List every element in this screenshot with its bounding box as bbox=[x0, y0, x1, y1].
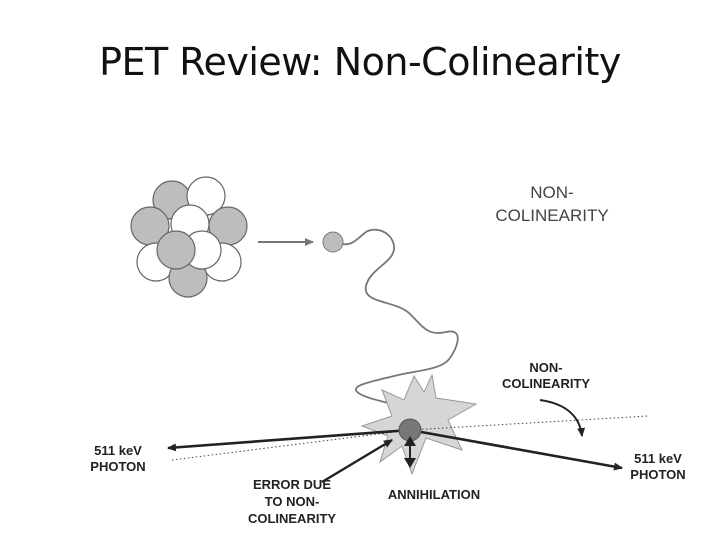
nucleus bbox=[130, 176, 248, 298]
label-error-3: COLINEARITY bbox=[248, 511, 336, 526]
nucleon bbox=[156, 230, 196, 270]
photon-path-left bbox=[167, 428, 411, 452]
error-arrow-up bbox=[404, 436, 416, 446]
curved-angle-arrow bbox=[539, 399, 586, 437]
label-noncolinearity-mid-1: NON- bbox=[529, 360, 562, 375]
label-left-photon-1: 511 keV bbox=[94, 443, 142, 458]
label-noncolinearity-top-2: COLINEARITY bbox=[495, 206, 608, 225]
label-annihilation: ANNIHILATION bbox=[388, 487, 480, 502]
photon-path-right bbox=[409, 428, 623, 471]
label-noncolinearity-mid-2: COLINEARITY bbox=[502, 376, 590, 391]
label-noncolinearity-top-1: NON- bbox=[530, 183, 573, 202]
slide-title: PET Review: Non-Colinearity bbox=[99, 40, 621, 84]
label-right-photon-2: PHOTON bbox=[630, 467, 685, 482]
positron bbox=[322, 231, 344, 253]
error-arrow-down bbox=[404, 458, 416, 468]
label-left-photon-2: PHOTON bbox=[90, 459, 145, 474]
positron-path bbox=[342, 228, 459, 431]
label-right-photon-1: 511 keV bbox=[634, 451, 682, 466]
label-error-2: TO NON- bbox=[265, 494, 320, 509]
error-label-arrow bbox=[321, 438, 393, 484]
label-error-1: ERROR DUE bbox=[253, 477, 331, 492]
